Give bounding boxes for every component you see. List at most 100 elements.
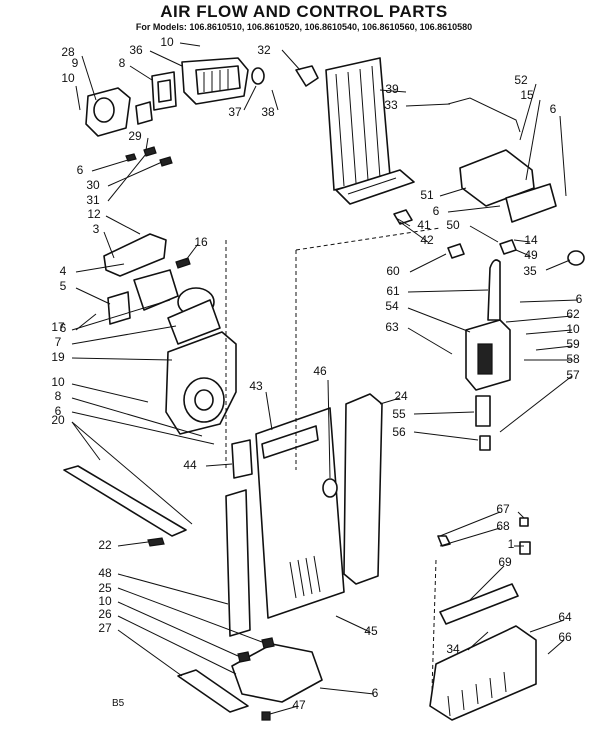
callout-c-5: 5 (60, 279, 67, 293)
callout-c-54: 54 (385, 299, 399, 313)
callout-c-58: 58 (566, 352, 580, 366)
callout-c-47: 47 (292, 698, 306, 712)
part-damper-housing (181, 57, 249, 105)
callout-c-66: 66 (558, 630, 572, 644)
callout-c-8a: 8 (119, 56, 126, 70)
callout-c-29: 29 (128, 129, 142, 143)
callout-c-9: 9 (72, 56, 79, 70)
part-clip-32 (295, 65, 319, 87)
part-49 (499, 239, 517, 255)
nut-25 (261, 637, 275, 649)
part-knob-46 (322, 478, 338, 498)
callout-c-69: 69 (498, 555, 512, 569)
callout-c-50: 50 (446, 218, 460, 232)
callout-c-24: 24 (394, 389, 408, 403)
callout-c-59: 59 (566, 337, 580, 351)
page-code: B5 (112, 698, 125, 709)
part-47 (261, 711, 271, 721)
callout-c-22: 22 (98, 538, 112, 552)
callout-c-6d: 6 (576, 292, 583, 306)
screw-29 (143, 146, 157, 157)
callout-c-12: 12 (87, 207, 101, 221)
part-frame-8 (151, 71, 177, 111)
callout-c-15: 15 (520, 88, 534, 102)
callout-c-6g: 6 (372, 686, 379, 700)
callout-c-42: 42 (420, 233, 434, 247)
callout-c-34: 34 (446, 642, 460, 656)
callout-c-30: 30 (86, 178, 100, 192)
screw-16 (175, 257, 191, 269)
nut-10e (237, 651, 251, 663)
callout-c-35: 35 (523, 264, 537, 278)
callout-c-43: 43 (249, 379, 263, 393)
callout-c-44: 44 (183, 458, 197, 472)
part-control-54 (465, 319, 511, 391)
callout-c-38: 38 (261, 105, 275, 119)
callout-c-4: 4 (60, 264, 67, 278)
part-bracket-12 (103, 233, 167, 277)
callout-c-10d: 10 (51, 375, 65, 389)
callout-c-8b: 8 (55, 389, 62, 403)
part-35 (567, 250, 585, 266)
part-fan-housing-19 (165, 331, 237, 435)
callout-c-52: 52 (514, 73, 528, 87)
callout-c-48: 48 (98, 566, 112, 580)
callout-c-14: 14 (524, 233, 538, 247)
callout-c-60: 60 (386, 264, 400, 278)
callout-c-16: 16 (194, 235, 208, 249)
callout-c-25: 25 (98, 581, 112, 595)
callout-c-6b: 6 (77, 163, 84, 177)
callout-c-37: 37 (228, 105, 242, 119)
callout-c-6f: 6 (55, 404, 62, 418)
page-title: AIR FLOW AND CONTROL PARTS (160, 2, 448, 21)
part-bracket-52 (459, 149, 557, 223)
callout-c-33: 33 (384, 98, 398, 112)
callout-c-46: 46 (313, 364, 327, 378)
callout-c-57: 57 (566, 368, 580, 382)
callout-c-20: 20 (51, 413, 65, 427)
callout-c-62: 62 (566, 307, 580, 321)
part-grille-41 (335, 169, 415, 205)
callout-c-6e: 6 (60, 321, 67, 335)
callout-c-41: 41 (417, 218, 431, 232)
part-channel-20 (63, 465, 187, 537)
part-knob-37 (251, 67, 265, 85)
part-42 (393, 209, 413, 225)
callout-c-49: 49 (524, 248, 538, 262)
callout-c-51: 51 (420, 188, 434, 202)
part-5 (107, 291, 131, 325)
part-evaporator-cover-39 (325, 57, 391, 191)
models-line: For Models: 106.8610510, 106.8610520, 10… (135, 22, 473, 32)
callout-c-1: 1 (508, 537, 515, 551)
callout-c-6c: 6 (433, 204, 440, 218)
part-1 (519, 541, 531, 555)
part-rod-33 (447, 97, 521, 133)
callout-c-6a: 6 (550, 102, 557, 116)
callout-c-45: 45 (364, 624, 378, 638)
leader-lines (71, 42, 579, 715)
callout-c-26: 26 (98, 607, 112, 621)
callout-c-3: 3 (93, 222, 100, 236)
part-shapes (63, 57, 585, 721)
callout-c-32: 32 (257, 43, 271, 57)
callout-c-55: 55 (392, 407, 406, 421)
callout-c-19: 19 (51, 350, 65, 364)
screw-22 (147, 537, 165, 547)
part-strip-27 (177, 669, 249, 713)
callout-c-67: 67 (496, 502, 510, 516)
part-fan-motor-17 (133, 269, 221, 345)
callout-c-7: 7 (55, 335, 62, 349)
callout-c-68: 68 (496, 519, 510, 533)
part-sensor-assembly (85, 87, 153, 137)
callout-c-27: 27 (98, 621, 112, 635)
callout-c-63: 63 (385, 320, 399, 334)
part-duct-24 (343, 393, 383, 585)
part-55 (475, 395, 491, 427)
part-60 (447, 243, 465, 259)
part-channel-48 (225, 489, 251, 637)
callout-c-56: 56 (392, 425, 406, 439)
callout-c-10b: 10 (61, 71, 75, 85)
callout-c-61: 61 (386, 284, 400, 298)
